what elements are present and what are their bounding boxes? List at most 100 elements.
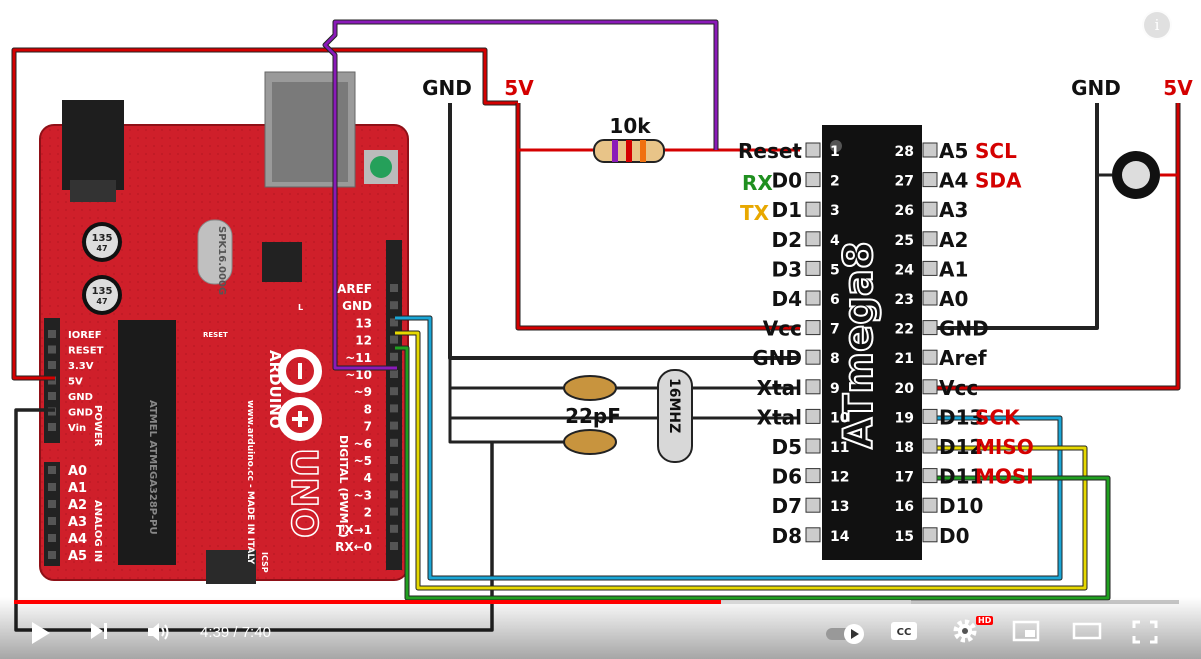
chip-pin-name: A0 — [939, 287, 968, 311]
chip-pin-name: GND — [752, 346, 802, 370]
chip-pin-pad — [805, 142, 821, 158]
header-pin — [48, 483, 56, 491]
chip-pin-pad — [922, 408, 938, 424]
chip-pin-name: D6 — [771, 465, 802, 489]
mute-button[interactable] — [146, 620, 180, 650]
digital-label: DIGITAL (PWM~) — [337, 435, 350, 538]
volume-icon — [148, 623, 169, 641]
time-display: 4:39 / 7:40 — [200, 624, 271, 641]
header-pin — [48, 517, 56, 525]
settings-button[interactable]: HD — [952, 616, 994, 650]
chip-pin-name: Xtal — [757, 405, 802, 429]
info-button[interactable]: i — [1142, 10, 1172, 40]
icsp-label: ICSP — [260, 552, 269, 573]
gnd-right-label: GND — [1071, 76, 1121, 100]
skip-next-icon — [91, 623, 107, 639]
digital-pin-label: 12 — [355, 334, 372, 348]
analog-pin-label: A0 — [68, 464, 87, 479]
header-pin — [48, 551, 56, 559]
miniplayer-icon — [1012, 620, 1040, 642]
analog-pin-label: A1 — [68, 481, 87, 496]
chip-pin-function: SCL — [975, 139, 1017, 163]
chip-pin-pad — [805, 527, 821, 543]
digital-pin-label: 7 — [364, 420, 372, 434]
power-pin-label: GND — [68, 408, 93, 419]
chip-pin-pad — [922, 468, 938, 484]
power-pin-label: 3.3V — [68, 361, 94, 372]
chip-pin-number: 18 — [895, 440, 914, 456]
progress-bar[interactable] — [14, 600, 1179, 604]
header-pin — [390, 404, 398, 413]
chip-pin-name: D1 — [771, 198, 802, 222]
resistor — [593, 139, 665, 163]
chip-pin-name: D13 — [939, 405, 983, 429]
chip-pin-pad — [922, 379, 938, 395]
header-pin — [390, 542, 398, 550]
rx-label: RX — [742, 171, 773, 195]
power-label: POWER — [92, 405, 103, 447]
chip-pin-pad — [922, 349, 938, 365]
play-button[interactable] — [28, 620, 62, 650]
chip-pin-name: A1 — [939, 257, 968, 281]
miniplayer-button[interactable] — [1012, 620, 1048, 650]
subtitles-button[interactable]: CC — [890, 620, 926, 650]
chip-pin-pad — [805, 320, 821, 336]
5v-right-label: 5V — [1163, 76, 1193, 100]
digital-pin-label: ~3 — [354, 488, 372, 502]
next-button[interactable] — [88, 620, 122, 650]
gnd-left-label: GND — [422, 76, 472, 100]
cap2-line1: 135 — [92, 286, 113, 297]
power-pin-label: Vin — [68, 423, 86, 434]
chip-pin-number: 17 — [895, 470, 914, 486]
chip-pin-number: 10 — [830, 410, 850, 426]
digital-pin-label: TX→1 — [336, 523, 372, 537]
icsp-header — [206, 550, 256, 584]
chip-pin-name: D11 — [939, 465, 983, 489]
svg-text:CC: CC — [897, 627, 912, 638]
header-pin — [48, 466, 56, 474]
fullscreen-button[interactable] — [1132, 620, 1168, 650]
chip-pin-pad — [805, 201, 821, 217]
potentiometer — [1097, 151, 1178, 199]
chip-pin-name: D12 — [939, 435, 983, 459]
analog-label: ANALOG IN — [92, 500, 103, 562]
header-pin — [48, 534, 56, 542]
chip-pin-number: 8 — [830, 351, 840, 367]
header-pin — [48, 392, 56, 400]
gear-icon — [953, 619, 977, 643]
digital-pin-label: ~5 — [354, 454, 372, 468]
analog-pin-label: A4 — [68, 532, 87, 547]
chip-pin-name: D0 — [771, 169, 802, 193]
wires — [11, 19, 1181, 632]
arduino-logo-text: ARDUINO — [266, 350, 284, 429]
tx-label: TX — [740, 201, 770, 225]
analog-pin-label: A3 — [68, 515, 87, 530]
digital-pin-label: 13 — [355, 316, 372, 330]
chip-pin-pad — [805, 172, 821, 188]
chip-pin-pad — [805, 349, 821, 365]
autoplay-toggle[interactable] — [824, 622, 870, 648]
chip-pin-number: 14 — [830, 529, 850, 545]
cap1-line2: 47 — [96, 244, 107, 253]
chip-pin-name: GND — [939, 317, 989, 341]
theater-mode-button[interactable] — [1072, 620, 1108, 650]
header-pin — [390, 438, 398, 447]
header-pin — [390, 284, 398, 292]
chip-pin-number: 15 — [895, 529, 914, 545]
chip-pin-name: Vcc — [939, 376, 978, 400]
header-pin — [48, 423, 56, 431]
chip-pin-pad — [805, 260, 821, 276]
chip-pin-number: 6 — [830, 292, 840, 308]
chip-pin-name: A2 — [939, 228, 968, 252]
chip-pin-pad — [922, 142, 938, 158]
chip-pin-name: A3 — [939, 198, 968, 222]
chip-pin-pad — [922, 201, 938, 217]
header-pin — [390, 387, 398, 396]
chip-pin-name: D7 — [771, 494, 802, 518]
header-pin — [390, 507, 398, 516]
chip-pin-function: MISO — [975, 435, 1034, 459]
crystal — [657, 369, 693, 463]
chip-pin-pad — [922, 497, 938, 513]
